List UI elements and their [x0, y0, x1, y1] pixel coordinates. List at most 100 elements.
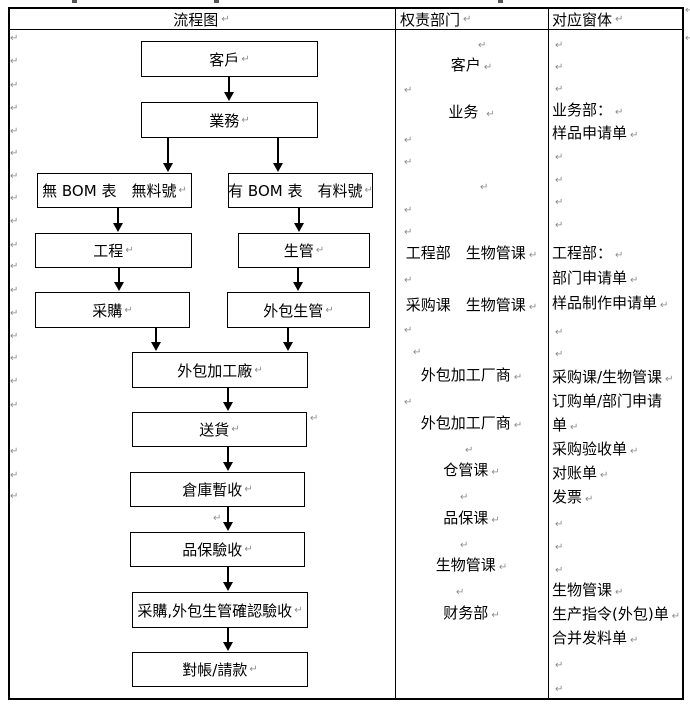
paragraph-mark-icon: ↵	[294, 604, 303, 616]
flow-arrow-line-8	[287, 328, 289, 342]
paragraph-mark-icon: ↵	[555, 62, 564, 73]
paragraph-mark-icon: ↵	[615, 250, 624, 261]
paragraph-mark-icon: ↵	[10, 56, 19, 67]
flow-arrow-head-8	[282, 342, 293, 351]
empty-paragraph: ↵	[401, 199, 412, 218]
flow-box-label: 采購,外包生管確認驗收	[137, 601, 293, 620]
paragraph-mark-icon: ↵	[630, 446, 639, 457]
flow-box-warehouse-temp-receipt: 倉庫暫收↵	[130, 472, 305, 507]
table-header-separator	[10, 29, 682, 30]
flow-arrow-line-3	[117, 208, 119, 223]
flow-box-label: 業務	[209, 111, 240, 130]
paragraph-mark-icon: ↵	[460, 492, 469, 503]
empty-paragraph: ↵	[552, 56, 563, 75]
flow-arrow-head-2	[272, 163, 283, 172]
form-line: 单↵	[552, 416, 578, 435]
department-line: 外包加工厂商↵	[396, 366, 547, 385]
form-line: 对账单↵	[552, 464, 608, 483]
paragraph-mark-icon: ↵	[241, 114, 250, 126]
department-line: 仓管课↵	[396, 461, 547, 480]
flow-arrow-head-12	[222, 582, 233, 591]
paragraph-mark-icon: ↵	[413, 347, 422, 358]
flow-arrow-line-7	[155, 328, 157, 342]
form-line: 部门申请单↵	[552, 269, 638, 288]
paragraph-mark-icon: ↵	[555, 684, 564, 695]
paragraph-mark-icon: ↵	[10, 261, 19, 272]
paragraph-mark-icon: ↵	[615, 13, 624, 25]
paragraph-mark-icon: ↵	[463, 13, 472, 25]
form-label: 采购验收单	[552, 440, 628, 458]
empty-paragraph: ↵	[401, 79, 412, 98]
form-line: 样品制作申请单↵	[552, 294, 668, 313]
paragraph-mark-icon: ↵	[585, 494, 594, 505]
paragraph-mark-icon: ↵	[600, 470, 609, 481]
column-header-flowchart: 流程图↵	[8, 9, 395, 29]
paragraph-mark-icon: ↵	[10, 193, 19, 204]
empty-paragraph: ↵	[552, 78, 563, 97]
paragraph-mark-icon: ↵	[231, 424, 240, 435]
flow-box-label: 對帳/請款	[182, 661, 248, 679]
paragraph-mark-icon: ↵	[178, 185, 187, 196]
flow-box-customer: 客戶↵	[141, 41, 318, 77]
paragraph-mark-icon: ↵	[486, 109, 495, 120]
column-header-forms-label: 对应窗体	[552, 10, 613, 29]
department-line: 客户↵	[396, 56, 547, 75]
form-label: 对账单	[552, 464, 598, 482]
department-label: 财务部	[443, 604, 489, 622]
form-line: 生产指令(外包)单↵	[552, 605, 680, 624]
flow-arrow-line-13	[227, 628, 229, 642]
paragraph-mark-icon: ↵	[404, 397, 413, 408]
paragraph-mark-icon: ↵	[221, 13, 230, 25]
flow-box-production-control: 生管↵	[238, 233, 370, 268]
department-line: 财务部↵	[396, 604, 547, 623]
flow-box-confirm-inspection: 采購,外包生管確認驗收↵	[132, 592, 308, 628]
flow-box-label: 品保驗收	[182, 541, 243, 559]
form-label: 订购单/部门申请	[552, 392, 663, 410]
paragraph-mark-icon: ↵	[10, 103, 19, 114]
department-line: 工程部 生物管课↵	[396, 244, 547, 263]
paragraph-mark-icon: ↵	[491, 467, 500, 478]
form-line: 采购验收单↵	[552, 440, 638, 459]
paragraph-mark-icon: ↵	[555, 327, 564, 338]
flow-arrow-head-9	[222, 402, 233, 411]
paragraph-mark-icon: ↵	[10, 331, 19, 342]
paragraph-mark-icon: ↵	[10, 240, 19, 251]
flow-arrow-head-1	[162, 163, 173, 172]
form-line: 工程部：↵	[552, 244, 623, 263]
paragraph-mark-icon: ↵	[465, 445, 474, 456]
department-label: 仓管课	[443, 461, 489, 479]
flow-box-label: 采購	[92, 301, 123, 320]
paragraph-mark-icon: ↵	[10, 446, 19, 457]
flow-arrow-line-2	[277, 138, 279, 163]
flow-arrow-line-12	[227, 567, 229, 582]
paragraph-mark-icon: ↵	[513, 372, 523, 383]
department-label: 生物管课	[435, 556, 496, 574]
flow-box-engineering: 工程↵	[35, 233, 192, 268]
paragraph-mark-icon: ↵	[615, 587, 624, 598]
form-label: 业务部：	[552, 101, 613, 119]
paragraph-mark-icon: ↵	[555, 40, 564, 51]
paragraph-mark-icon: ↵	[249, 664, 258, 675]
paragraph-mark-icon: ↵	[460, 540, 469, 551]
flow-arrow-line-10	[227, 447, 229, 462]
paragraph-mark-icon: ↵	[528, 302, 538, 313]
paragraph-mark-icon: ↵	[10, 33, 19, 44]
paragraph-mark-icon: ↵	[364, 185, 373, 196]
paragraph-mark-icon: ↵	[478, 40, 487, 51]
paragraph-mark-icon: ↵	[555, 175, 564, 186]
flow-arrow-line-6	[297, 268, 299, 282]
column-header-departments-label: 权责部门	[400, 10, 461, 29]
column-header-flowchart-label: 流程图	[173, 10, 219, 29]
paragraph-mark-icon: ↵	[555, 519, 564, 530]
flow-box-label: 有 BOM 表 有料號	[228, 182, 363, 200]
paragraph-mark-icon: ↵	[10, 376, 19, 387]
department-label: 品保课	[443, 509, 489, 527]
paragraph-mark-icon: ↵	[528, 250, 538, 261]
empty-paragraph: ↵	[453, 581, 464, 600]
flow-arrow-head-0	[223, 92, 234, 101]
paragraph-mark-icon: ↵	[630, 635, 639, 646]
empty-paragraph: ↵	[401, 151, 412, 170]
empty-paragraph: ↵	[552, 146, 563, 165]
form-line: 业务部：↵	[552, 101, 623, 120]
